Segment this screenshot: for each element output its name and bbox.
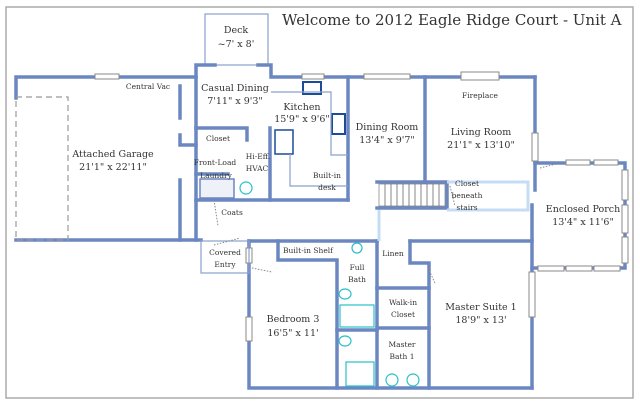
label-coats: Coats xyxy=(221,208,243,217)
shower-icon xyxy=(339,304,375,328)
label-built-in: Built-in xyxy=(313,171,341,180)
label-walk-in: Walk-in xyxy=(389,298,417,307)
room-size-master-suite: 18'9" x 13' xyxy=(455,315,506,326)
sink-icon xyxy=(351,242,363,254)
covered-entry-outline xyxy=(200,240,250,274)
windows xyxy=(94,71,629,342)
closet-beneath-stairs-lines xyxy=(377,180,530,241)
room-size-bedroom-3: 16'5" x 11' xyxy=(267,328,318,339)
label-master-bath: Bath 1 xyxy=(390,352,415,361)
room-name-enclosed-porch: Enclosed Porch xyxy=(546,204,620,215)
sink-icon xyxy=(302,81,322,95)
room-name-master-suite: Master Suite 1 xyxy=(445,302,516,313)
room-size-enclosed-porch: 13'4" x 11'6" xyxy=(552,217,614,228)
fridge-icon xyxy=(274,129,294,155)
toilet-icon xyxy=(338,288,352,300)
kitchen-fixtures xyxy=(271,81,348,187)
room-name-living-room: Living Room xyxy=(451,127,512,138)
plan-border xyxy=(5,6,634,399)
label-beneath: beneath xyxy=(452,191,483,200)
sink-icon xyxy=(406,373,420,387)
label-built-in-shelf: Built-in Shelf xyxy=(283,246,334,255)
label-laundry: Laundry xyxy=(200,171,232,180)
label-linen: Linen xyxy=(382,249,404,258)
deck-outline xyxy=(204,13,269,66)
room-size-living-room: 21'1" x 13'10" xyxy=(447,140,515,151)
room-size-kitchen: 15'9" x 9'6" xyxy=(274,114,330,125)
garage-parking-outline xyxy=(15,96,69,241)
label-hi-eff: Hi-Eff. xyxy=(246,152,270,161)
room-name-garage: Attached Garage xyxy=(71,149,154,160)
stairs xyxy=(378,183,446,207)
label-covered: Covered xyxy=(209,248,241,257)
label-front-load: Front-Load xyxy=(194,158,237,167)
room-size-deck: ~7' x 8' xyxy=(218,39,255,50)
label-full-bath: Bath xyxy=(348,275,366,284)
label-closet: Closet xyxy=(206,134,230,143)
label-closet-beneath: Closet xyxy=(455,179,479,188)
label-stairs: stairs xyxy=(456,203,477,212)
room-name-kitchen: Kitchen xyxy=(283,102,320,113)
sink-icon xyxy=(385,373,399,387)
stove-icon xyxy=(331,113,346,135)
washer-dryer-icon xyxy=(199,178,235,199)
room-name-casual-dining: Casual Dining xyxy=(201,83,269,94)
room-size-garage: 21'1" x 22'11" xyxy=(79,162,147,173)
toilet-icon xyxy=(338,335,352,347)
label-entry: Entry xyxy=(214,260,236,269)
plan-title: Welcome to 2012 Eagle Ridge Court - Unit… xyxy=(282,11,622,29)
doors xyxy=(213,162,561,284)
room-size-casual-dining: 7'11" x 9'3" xyxy=(207,96,263,107)
label-master: Master xyxy=(388,340,415,349)
label-central-vac: Central Vac xyxy=(126,82,170,91)
label-hvac: HVAC xyxy=(246,164,269,173)
label-walk-in-closet: Closet xyxy=(391,310,415,319)
water-heater-icon xyxy=(239,181,253,195)
label-fireplace: Fireplace xyxy=(462,91,498,100)
label-desk: desk xyxy=(318,183,336,192)
room-name-dining-room: Dining Room xyxy=(356,122,419,133)
room-name-bedroom-3: Bedroom 3 xyxy=(267,314,320,325)
label-full: Full xyxy=(350,263,365,272)
room-size-dining-room: 13'4" x 9'7" xyxy=(359,135,415,146)
tub-icon xyxy=(345,361,375,387)
walls xyxy=(14,63,627,390)
room-name-deck: Deck xyxy=(224,25,249,36)
bath-fixtures xyxy=(199,178,420,387)
